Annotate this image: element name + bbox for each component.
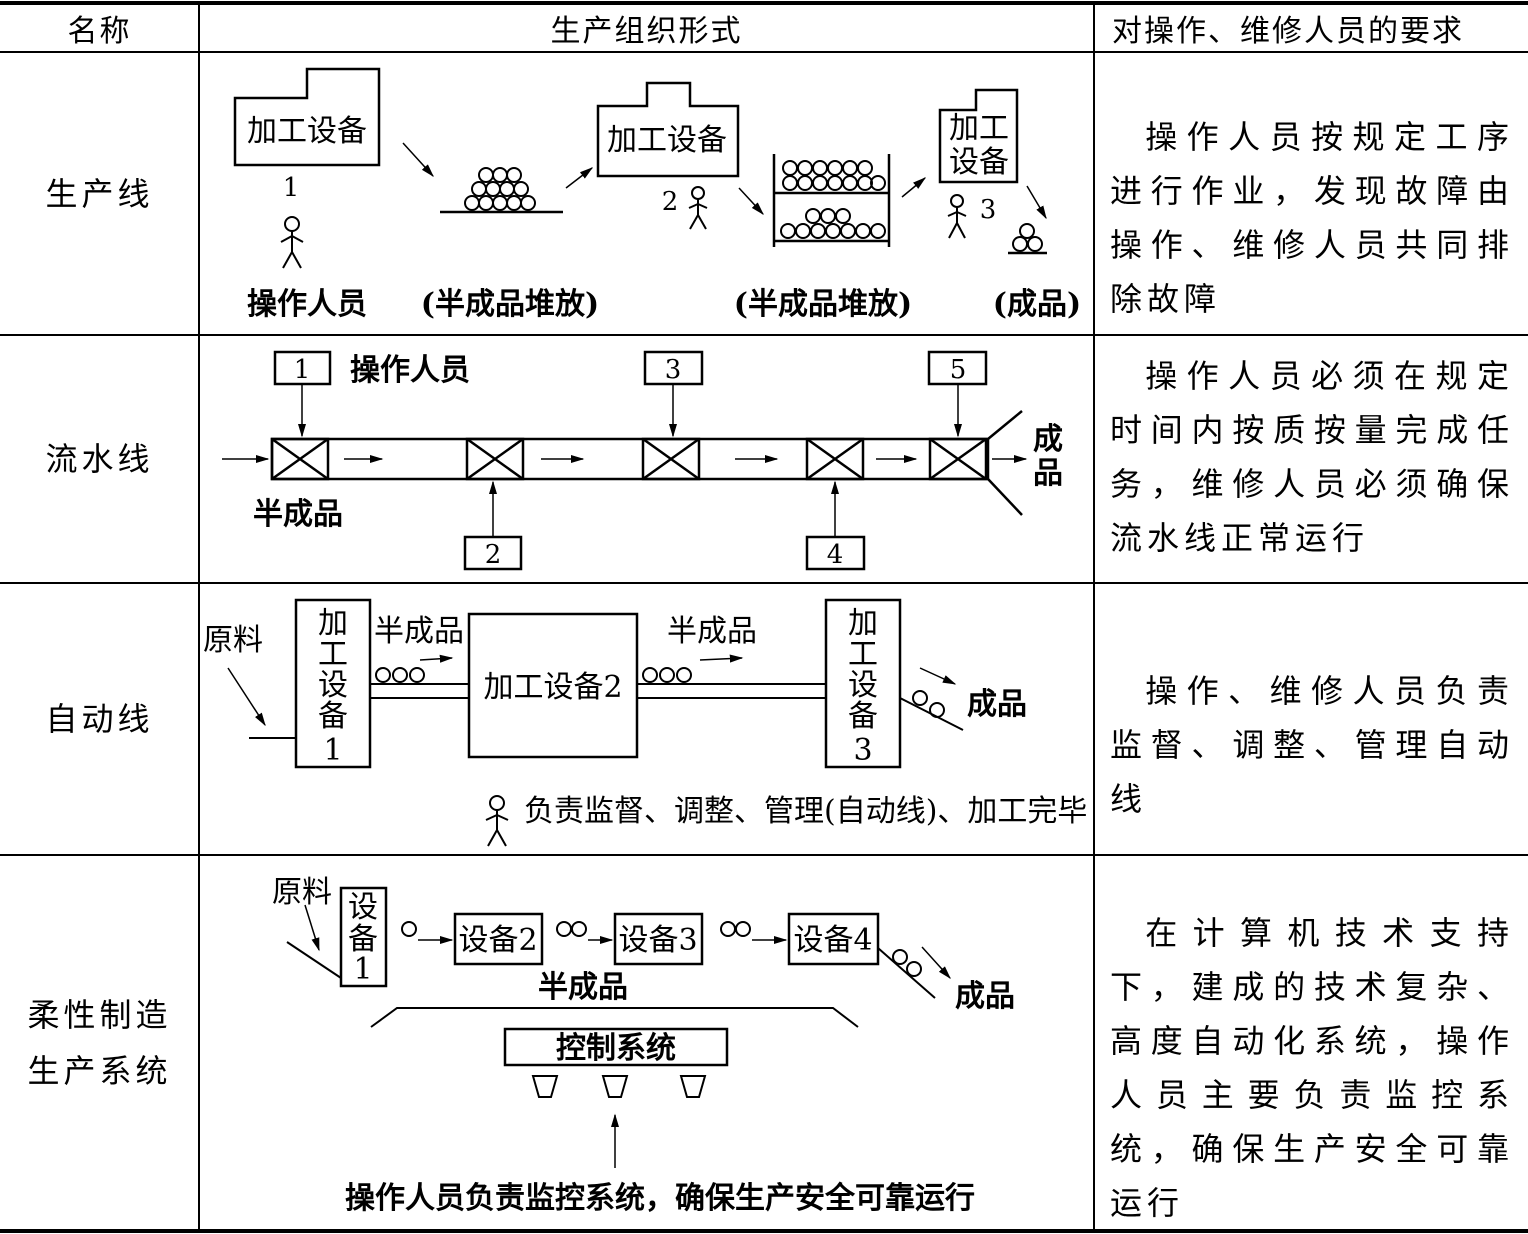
control-system-label: 控制系统 bbox=[556, 1031, 676, 1066]
supervisor-icon bbox=[485, 795, 509, 847]
machine-3-char: 加 bbox=[848, 606, 878, 641]
semi-product-label: 半成品 bbox=[538, 970, 628, 1005]
machine-3-char: 设 bbox=[848, 668, 878, 703]
operator-label: 操作人员 bbox=[247, 287, 367, 322]
input-label: 半成品 bbox=[253, 497, 343, 532]
machine-1-label: 加工设备 bbox=[247, 114, 367, 149]
finished-label: (成品) bbox=[993, 287, 1081, 322]
station-number: 1 bbox=[294, 355, 311, 385]
worker-number: 2 bbox=[662, 187, 679, 217]
wip-label: (半成品堆放) bbox=[421, 287, 599, 322]
diagram-automatic-line bbox=[227, 598, 964, 847]
row-name-production-line: 生产线 bbox=[0, 52, 199, 335]
station-box bbox=[270, 437, 330, 481]
station-box bbox=[465, 437, 525, 481]
supervisor-note: 负责监督、调整、管理(自动线)、加工完毕 bbox=[524, 794, 1087, 829]
machine-1-char: 加 bbox=[318, 606, 348, 641]
machine-1-char: 设 bbox=[318, 668, 348, 703]
station-box bbox=[928, 437, 988, 481]
station-box bbox=[805, 437, 865, 481]
station-number: 4 bbox=[827, 540, 844, 570]
output-label-line: 成 bbox=[1033, 422, 1063, 457]
machine-1-char: 1 bbox=[323, 733, 342, 768]
worker-number: 1 bbox=[283, 173, 300, 203]
header-form: 生产组织形式 bbox=[550, 13, 743, 49]
requirement-fms: 在计算机技术支持下，建成的技术复杂、高度自动化系统，操作人员主要负责监控系统，确… bbox=[1110, 914, 1514, 1222]
machine-2-label: 加工设备 bbox=[607, 123, 727, 158]
header-requirement: 对操作、维修人员的要求 bbox=[1112, 13, 1464, 49]
row-name-line: 生产系统 bbox=[27, 1052, 172, 1090]
machine-1-char: 备 bbox=[318, 699, 348, 734]
row-name-line: 柔性制造 bbox=[27, 996, 172, 1034]
row-name-assembly-line: 流水线 bbox=[0, 335, 199, 583]
worker-2-icon bbox=[688, 186, 708, 230]
worker-1-icon bbox=[280, 216, 304, 269]
machine-3-char: 3 bbox=[853, 733, 872, 768]
semi-product-label: 半成品 bbox=[374, 614, 464, 649]
requirement-automatic-line: 操作、维修人员负责监督、调整、管理自动线 bbox=[1110, 672, 1514, 818]
machine-3-char: 备 bbox=[848, 699, 878, 734]
operator-label: 操作人员 bbox=[350, 353, 470, 388]
station-number: 2 bbox=[485, 540, 502, 570]
raw-material-label: 原料 bbox=[203, 623, 263, 658]
worker-number: 3 bbox=[980, 195, 997, 225]
wip-label: (半成品堆放) bbox=[734, 287, 912, 322]
row-name-line: 流水线 bbox=[45, 440, 154, 478]
station-box bbox=[641, 437, 701, 481]
requirement-production-line: 操作人员按规定工序进行作业，发现故障由操作、维修人员共同排除故障 bbox=[1110, 118, 1514, 318]
output-label: 成品 bbox=[955, 979, 1015, 1014]
output-label-line: 品 bbox=[1033, 456, 1063, 491]
header-name: 名称 bbox=[67, 13, 132, 49]
device-4-label: 设备4 bbox=[793, 923, 872, 958]
machine-3-label-line: 加工 bbox=[949, 111, 1009, 146]
device-1-char: 设 bbox=[348, 890, 378, 925]
machine-1-shape bbox=[233, 67, 381, 167]
worker-3-icon bbox=[947, 194, 967, 239]
device-1-char: 备 bbox=[348, 922, 378, 957]
machine-2-label: 加工设备2 bbox=[483, 670, 622, 705]
row-name-automatic-line: 自动线 bbox=[0, 583, 199, 855]
diagram-fms bbox=[286, 886, 951, 1168]
machine-2-shape bbox=[596, 81, 740, 178]
device-3-label: 设备3 bbox=[618, 923, 697, 958]
machine-3-char: 工 bbox=[848, 637, 878, 672]
machine-1-char: 工 bbox=[318, 637, 348, 672]
device-1-char: 1 bbox=[353, 952, 372, 987]
diagram-production-line bbox=[233, 67, 1047, 269]
station-number: 5 bbox=[950, 355, 967, 385]
requirement-assembly-line: 操作人员必须在规定时间内按质按量完成任务，维修人员必须确保流水线正常运行 bbox=[1110, 357, 1514, 557]
row-name-fms: 柔性制造 生产系统 bbox=[0, 855, 199, 1231]
row-name-line: 自动线 bbox=[45, 700, 154, 738]
machine-3-shape bbox=[938, 88, 1019, 184]
row-name-line: 生产线 bbox=[45, 174, 154, 213]
device-2-label: 设备2 bbox=[458, 923, 537, 958]
semi-product-label: 半成品 bbox=[667, 614, 757, 649]
monitor-note: 操作人员负责监控系统，确保生产安全可靠运行 bbox=[345, 1181, 975, 1216]
output-label: 成品 bbox=[967, 687, 1027, 722]
raw-material-label: 原料 bbox=[272, 875, 332, 910]
station-number: 3 bbox=[665, 355, 682, 385]
diagram-assembly-line bbox=[222, 350, 1028, 571]
machine-3-label-line: 设备 bbox=[949, 145, 1009, 180]
